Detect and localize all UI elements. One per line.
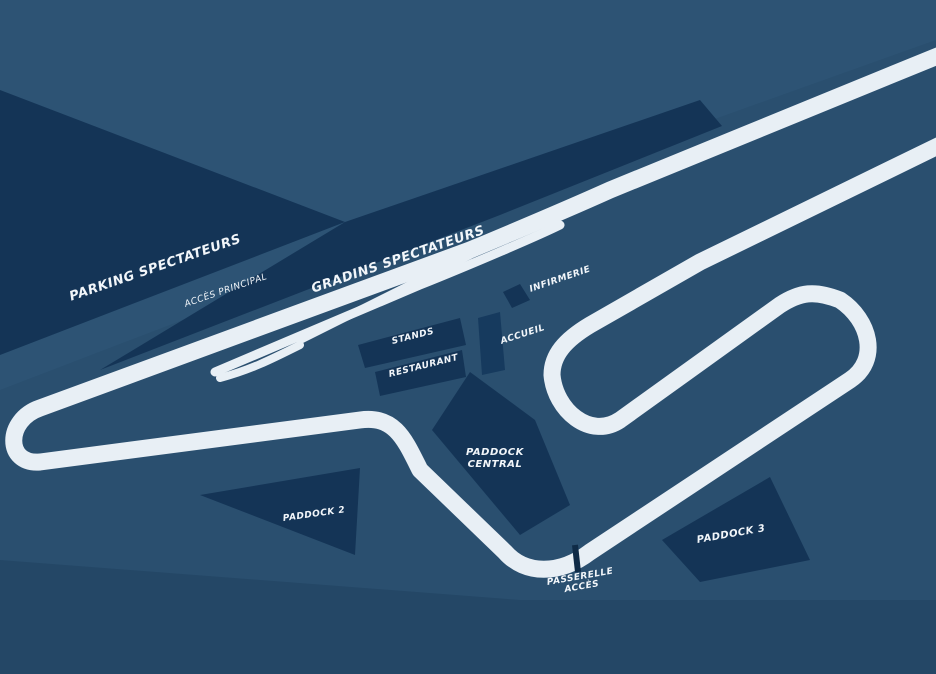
zone-gradins	[100, 100, 722, 370]
label-paddock-central: PADDOCK CENTRAL	[466, 447, 524, 470]
label-paddock-central-line2: CENTRAL	[467, 458, 523, 470]
zone-paddock-central	[432, 372, 570, 535]
zone-infirmerie	[503, 284, 530, 308]
label-paddock-central-line1: PADDOCK	[466, 447, 524, 458]
pit-lane	[210, 220, 565, 377]
zone-paddock-2	[200, 468, 360, 555]
track-link	[216, 251, 474, 382]
passerelle-bridge	[572, 544, 581, 573]
zone-stands	[358, 318, 466, 368]
zone-paddock-3	[662, 477, 810, 582]
zone-restaurant	[375, 350, 466, 396]
zone-parking	[0, 90, 345, 355]
zone-accueil	[478, 312, 505, 375]
lower-ground	[0, 560, 936, 674]
